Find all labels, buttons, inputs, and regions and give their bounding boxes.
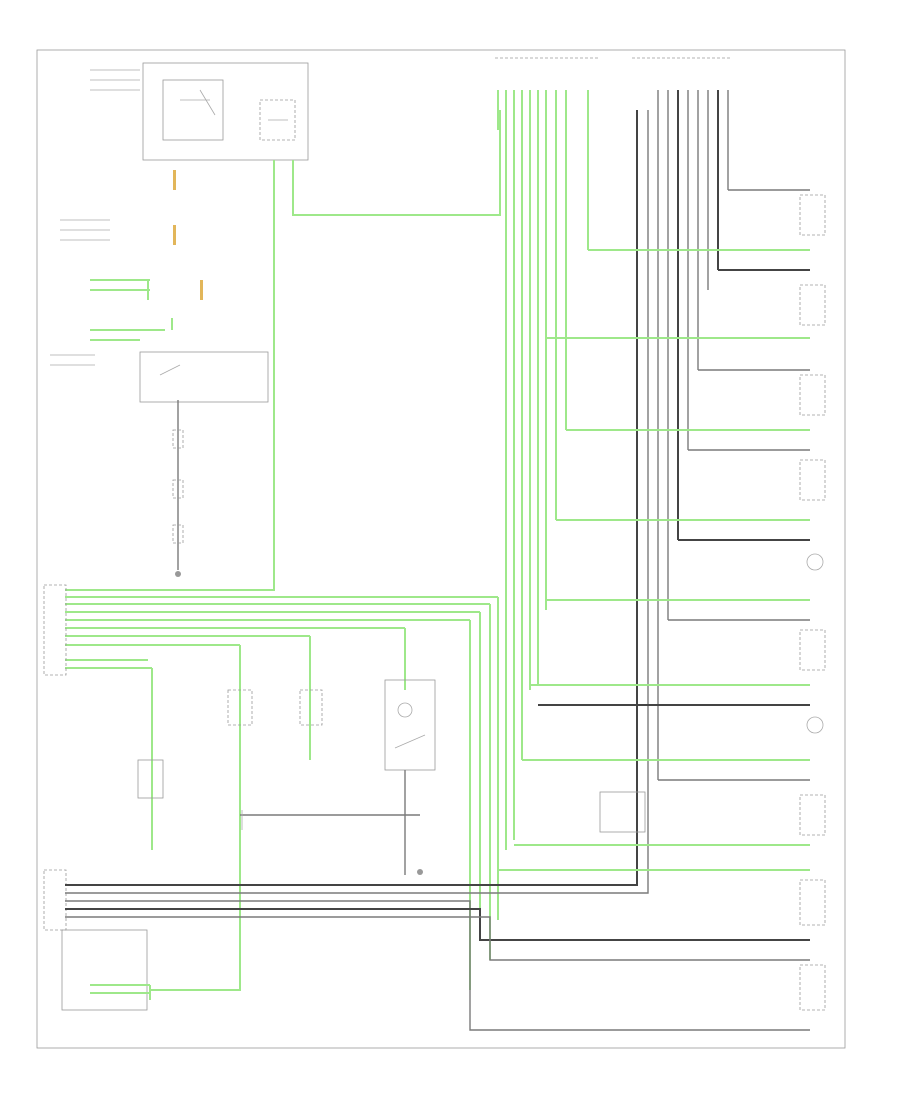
right-component-10 bbox=[799, 964, 826, 1011]
diagram-frame bbox=[36, 49, 846, 1049]
fuse-group bbox=[173, 170, 203, 300]
right-component-2 bbox=[546, 269, 826, 339]
left-connector bbox=[43, 584, 148, 1011]
right-verticals bbox=[505, 90, 729, 850]
left-labels bbox=[50, 69, 140, 366]
right-component-5 bbox=[546, 539, 824, 601]
middle-components bbox=[137, 679, 436, 875]
right-component-8 bbox=[514, 779, 826, 846]
bus-drops bbox=[150, 597, 499, 991]
right-component-1 bbox=[588, 189, 826, 251]
left-bus-green bbox=[65, 596, 498, 669]
bottom-bus bbox=[65, 110, 810, 1031]
top-right-bundle bbox=[495, 57, 730, 130]
right-component-7 bbox=[522, 704, 824, 761]
right-component-9 bbox=[498, 869, 826, 926]
jb-green-right bbox=[292, 110, 501, 216]
jb-green-feed bbox=[65, 160, 275, 591]
junction-block bbox=[142, 62, 309, 161]
right-component-3 bbox=[566, 369, 826, 431]
left-green-stubs bbox=[90, 279, 173, 341]
left-column-components bbox=[139, 351, 269, 577]
right-component-6 bbox=[530, 619, 826, 686]
right-component-4 bbox=[556, 449, 826, 521]
bottom-left-component bbox=[90, 984, 151, 1000]
